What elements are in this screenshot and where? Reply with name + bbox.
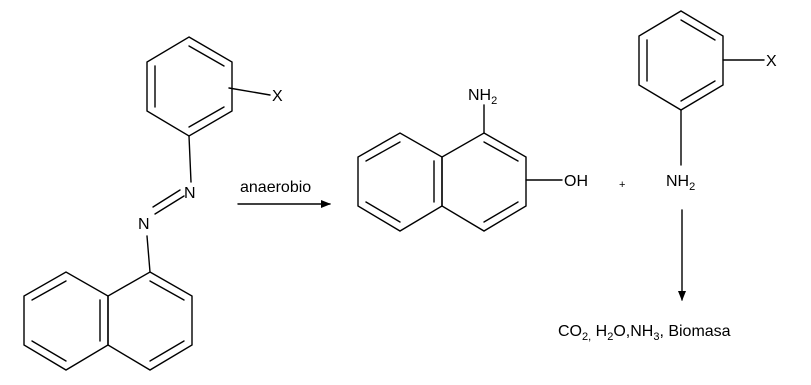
amine-label-aniline: NH2: [666, 173, 695, 193]
naphthalene-left: [23, 271, 193, 371]
amine-label-naphthol: NH2: [468, 87, 497, 107]
plus-sign: +: [619, 179, 625, 191]
substituent-x-aniline: X: [766, 53, 777, 70]
substituent-x-left: X: [272, 88, 283, 105]
aniline-ring: [638, 10, 765, 166]
aminonaphthol-naphthalene: [357, 104, 563, 232]
azo-nitrogen-upper: N: [184, 185, 196, 202]
phenyl-ring-left: [146, 36, 271, 137]
azo-linkage: [146, 135, 192, 273]
azo-nitrogen-lower: N: [138, 216, 150, 233]
hydroxyl-label: OH: [564, 173, 588, 190]
final-products: CO2, H2O,NH3, Biomasa: [558, 323, 731, 343]
reaction-condition: anaerobio: [240, 179, 311, 196]
